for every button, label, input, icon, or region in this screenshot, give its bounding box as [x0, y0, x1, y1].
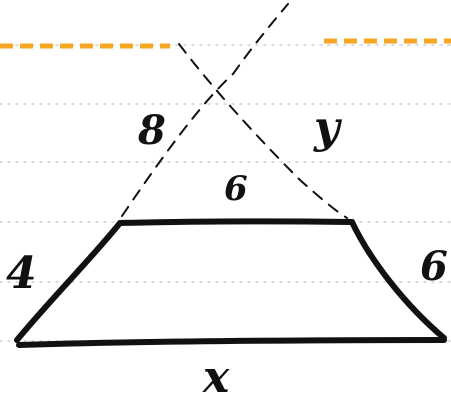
label-upper-left: 8	[137, 107, 166, 154]
right-leg-extension	[178, 43, 348, 219]
dashed-extensions	[121, 3, 348, 219]
trapezoid	[14, 218, 447, 348]
right-leg	[349, 219, 447, 341]
label-lower-right: 6	[420, 243, 448, 290]
label-top-parallel: 6	[224, 169, 248, 209]
top-parallel-segment	[117, 218, 355, 226]
orange-dashed-accents	[0, 38, 451, 49]
label-upper-right: y	[313, 102, 343, 153]
label-lower-left: 4	[6, 248, 37, 299]
left-leg-extension	[121, 3, 289, 217]
label-base: x	[202, 352, 230, 397]
base-segment	[16, 337, 447, 348]
left-leg	[14, 220, 123, 343]
